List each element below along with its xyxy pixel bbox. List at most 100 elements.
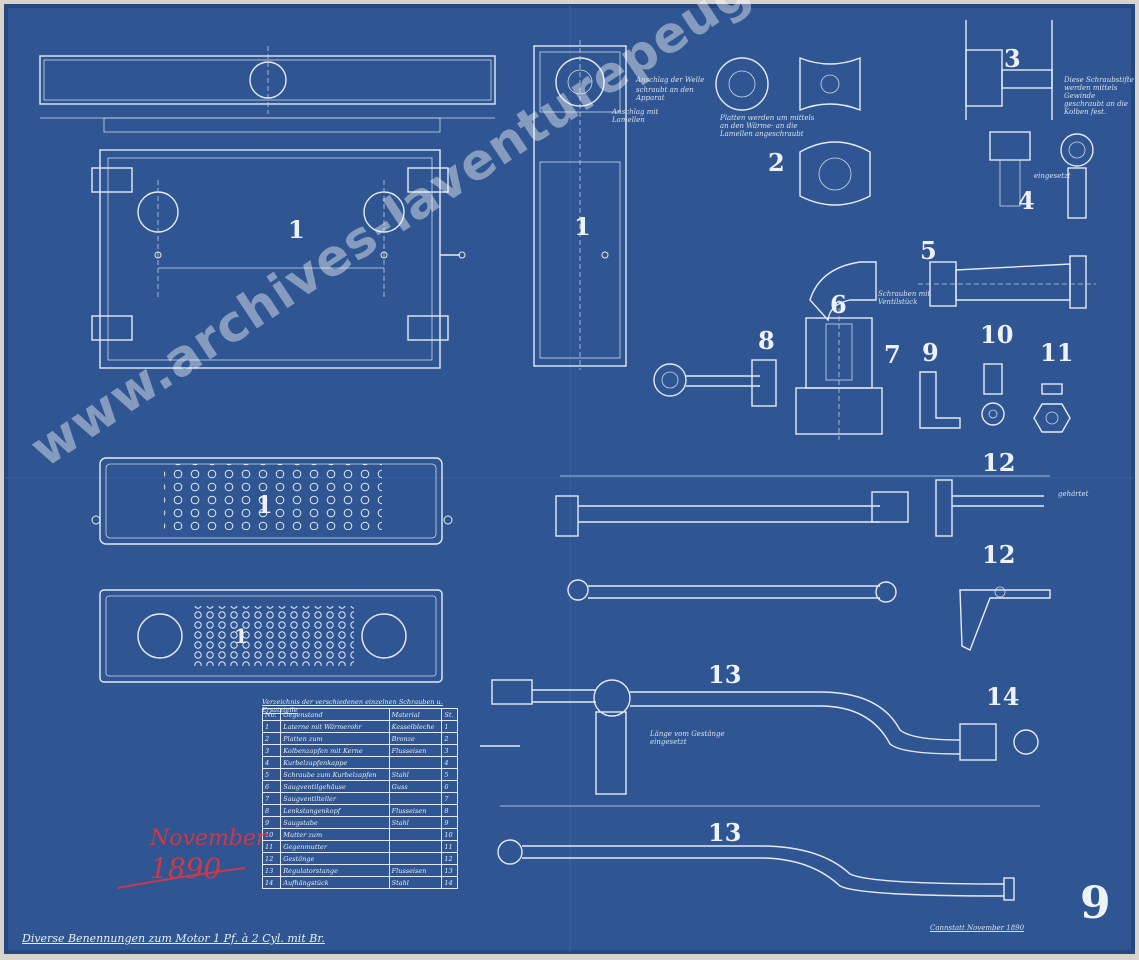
sheet-number: 9 — [1080, 878, 1111, 929]
part-1-perforated-plate-a — [91, 457, 453, 545]
cell: Stahl — [388, 876, 443, 889]
cell: 12 — [261, 852, 282, 865]
part-2-discs — [715, 56, 871, 206]
table-header: No. Gegenstand Material St. — [261, 708, 458, 721]
cell: Bronze — [388, 732, 443, 745]
signature-month: November — [150, 826, 267, 851]
part-1-elevation — [91, 149, 466, 369]
note: Platten werden um mittels an den Wärme- … — [720, 114, 815, 138]
cell: Regulatorstange — [280, 864, 390, 877]
cell — [388, 756, 443, 769]
cell: 8 — [261, 804, 282, 817]
signature-strokes — [117, 867, 246, 889]
part-5 — [918, 255, 1096, 309]
cell: Gegenmutter — [280, 840, 390, 853]
cell: Platten zum — [280, 732, 390, 745]
cell: Flusseisen — [388, 744, 443, 757]
cell: Schraube zum Kurbelzapfen — [280, 768, 390, 781]
note: Anschlag der Welle — [636, 76, 705, 84]
drawing-title: Diverse Benennungen zum Motor 1 Pf. à 2 … — [22, 932, 325, 945]
cell — [388, 840, 443, 853]
part-label-3: 3 — [1004, 44, 1021, 73]
part-13-rod-a — [480, 679, 1040, 807]
cell: 13 — [441, 864, 458, 877]
cell: 2 — [441, 732, 458, 745]
part-1-perforated-plate-b — [99, 589, 443, 683]
part-label-1: 1 — [288, 215, 305, 244]
part-label-7: 7 — [884, 340, 901, 369]
part-label-9: 9 — [922, 338, 939, 367]
cell — [388, 792, 443, 805]
cell: Flusseisen — [388, 804, 443, 817]
note: Diese Schraubstifte werden mittels Gewin… — [1064, 76, 1134, 116]
signature-year: 1890 — [150, 852, 222, 885]
cell: 10 — [441, 828, 458, 841]
cell: Kurbelzapfenkappe — [280, 756, 390, 769]
cell: 6 — [261, 780, 282, 793]
part-label-13: 13 — [708, 660, 742, 689]
part-10 — [981, 363, 1005, 426]
cell: 2 — [261, 732, 282, 745]
part-label-4: 4 — [1018, 186, 1035, 215]
cell: Mutter zum — [280, 828, 390, 841]
cell: 5 — [261, 768, 282, 781]
cell: Saugventilteller — [280, 792, 390, 805]
cell — [388, 828, 443, 841]
cell: Guss — [388, 780, 443, 793]
cell: 8 — [441, 804, 458, 817]
part-label-1: 1 — [234, 624, 248, 648]
cell: Flusseisen — [388, 864, 443, 877]
part-3 — [965, 20, 1053, 120]
cell: 1 — [261, 720, 282, 733]
part-label-1: 1 — [574, 212, 591, 241]
part-11 — [1033, 383, 1071, 433]
part-label-11: 11 — [1040, 338, 1074, 367]
cell: Aufhängstück — [280, 876, 390, 889]
cell: Laterne mit Wärmerohr — [280, 720, 390, 733]
cell: 14 — [441, 876, 458, 889]
cell: 14 — [261, 876, 282, 889]
part-label-8: 8 — [758, 326, 775, 355]
cell: 7 — [441, 792, 458, 805]
part-label-2: 2 — [768, 148, 785, 177]
part-label-13: 13 — [708, 818, 742, 847]
cell: Stahl — [388, 816, 443, 829]
cell: 1 — [441, 720, 458, 733]
part-1-top-plan — [39, 46, 496, 133]
cell: 7 — [261, 792, 282, 805]
part-6-7-valve — [795, 261, 883, 440]
part-12-rod-b — [567, 579, 1051, 651]
place-date: Cannstatt November 1890 — [930, 924, 1025, 932]
cell: 4 — [261, 756, 282, 769]
cell: 3 — [441, 744, 458, 757]
note: gehärtet — [1058, 490, 1089, 498]
cell: 12 — [441, 852, 458, 865]
part-9 — [919, 371, 961, 429]
cell: Kesselbleche — [388, 720, 443, 733]
cell: 6 — [441, 780, 458, 793]
note: Länge vom Gestänge eingesetzt — [650, 730, 725, 746]
column-header: No. — [261, 708, 282, 721]
cell — [388, 852, 443, 865]
column-header: St. — [441, 708, 458, 721]
cell: 11 — [441, 840, 458, 853]
part-8 — [653, 359, 777, 407]
part-13-rod-b — [497, 839, 1015, 901]
column-header: Material — [388, 708, 443, 721]
part-label-14: 14 — [986, 682, 1020, 711]
